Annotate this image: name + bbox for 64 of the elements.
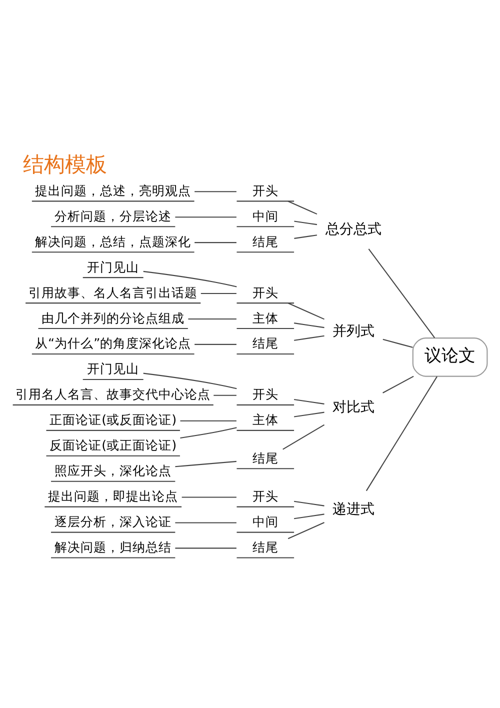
connector xyxy=(288,302,324,320)
node-text: 结尾 xyxy=(252,451,278,466)
node-text: 逐层分析，深入论证 xyxy=(54,515,172,530)
connector xyxy=(366,376,438,492)
connector xyxy=(294,412,324,418)
node-text: 对比式 xyxy=(332,400,374,416)
connector xyxy=(143,372,237,390)
node-text: 结尾 xyxy=(252,234,278,250)
node-text: 由几个并列的分论点组成 xyxy=(42,311,185,326)
connector xyxy=(294,398,324,404)
node-text: 引用故事、名人名言引出话题 xyxy=(28,286,198,301)
connector xyxy=(194,191,236,192)
connector xyxy=(175,216,236,218)
connector xyxy=(175,460,236,468)
connector xyxy=(294,335,324,341)
node-box: 议论文 xyxy=(412,338,488,377)
connector xyxy=(200,292,236,294)
connector xyxy=(294,220,318,226)
node-text: 结尾 xyxy=(252,540,278,556)
diagram-title: 结构模板 xyxy=(22,152,107,178)
node-text: 引用名人名言、故事交代中心论点 xyxy=(16,388,211,403)
connector xyxy=(294,500,324,506)
connector xyxy=(294,514,324,520)
node-text: 主体 xyxy=(252,413,278,428)
connector xyxy=(214,394,236,396)
connector xyxy=(143,270,237,288)
node-text: 解决问题，总结，点题深化 xyxy=(35,234,192,250)
node-text: 开头 xyxy=(252,184,278,199)
connector xyxy=(282,424,325,450)
node-text: 分析问题，分层论述 xyxy=(54,209,172,224)
node-text: 结尾 xyxy=(252,336,278,352)
node-text: 递进式 xyxy=(332,502,374,518)
node-text: 主体 xyxy=(252,311,278,326)
node-text: 中间 xyxy=(252,209,278,224)
connector xyxy=(175,522,236,524)
connector xyxy=(175,548,236,549)
node-text: 开门见山 xyxy=(87,362,140,378)
connector xyxy=(294,234,318,239)
node-text: 开头 xyxy=(252,388,278,403)
connector xyxy=(194,344,236,345)
node-text: 中间 xyxy=(252,515,278,530)
connector xyxy=(382,376,414,394)
node-text: 正面论证(或反面论证) xyxy=(50,413,177,428)
connector xyxy=(382,338,413,348)
node-text: 从“为什么”的角度深化论点 xyxy=(35,336,192,352)
node-text: 解决问题，归纳总结 xyxy=(54,540,172,556)
connector xyxy=(180,427,237,438)
connector xyxy=(288,200,318,215)
node-text: 总分总式 xyxy=(325,221,382,238)
node-text: 提出问题，即提出论点 xyxy=(48,490,178,505)
connector xyxy=(288,522,324,540)
node-text: 开头 xyxy=(252,490,278,505)
connector xyxy=(188,318,236,320)
connector xyxy=(194,242,236,244)
node-text: 并列式 xyxy=(332,323,374,340)
connector xyxy=(294,322,324,328)
connector xyxy=(368,248,436,338)
node-text: 反面论证(或正面论证) xyxy=(50,438,177,454)
node-text: 提出问题，总述，亮明观点 xyxy=(35,184,192,199)
connector xyxy=(182,496,236,498)
node-text: 开门见山 xyxy=(87,260,140,276)
node-text: 照应开头，深化论点 xyxy=(54,464,172,480)
node-text: 开头 xyxy=(252,286,278,301)
connector xyxy=(180,420,236,422)
